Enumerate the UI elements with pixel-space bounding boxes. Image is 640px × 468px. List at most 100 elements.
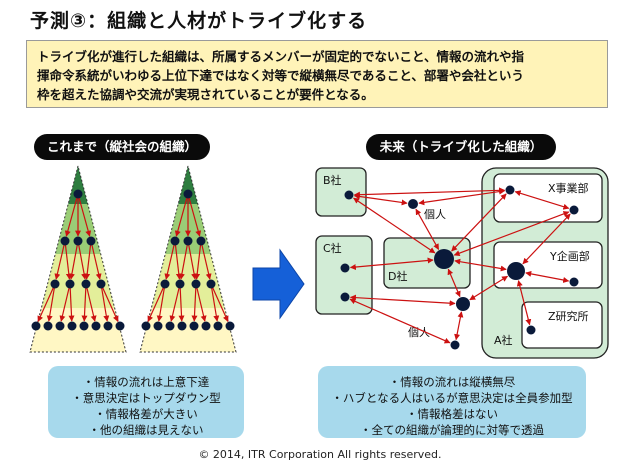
intro-line-2: 揮命令系統がいわゆる上位下達ではなく対等で縦横無尽であること、部署や会社という <box>37 68 524 83</box>
right-heading: 未来（トライブ化した組織） <box>366 134 556 160</box>
person-node <box>191 279 201 289</box>
person-node <box>569 277 579 287</box>
flow-arrow <box>212 287 229 322</box>
person-node <box>183 189 193 199</box>
flow-arrow <box>54 244 65 280</box>
flow-arrow <box>86 287 97 322</box>
person-node <box>43 321 53 331</box>
person-node <box>507 262 525 280</box>
person-node <box>153 321 163 331</box>
person-node <box>177 321 187 331</box>
pyramid-band <box>30 166 126 204</box>
person-node <box>456 297 470 311</box>
flow-arrow <box>174 197 188 237</box>
pyramid-arrows <box>147 197 229 322</box>
flow-arrow <box>174 244 182 280</box>
flow-arrow <box>349 298 451 344</box>
flow-arrow <box>78 244 88 280</box>
flow-arrow <box>188 197 202 237</box>
flow-arrow <box>64 197 78 237</box>
flow-arrow <box>196 287 207 322</box>
person-node <box>170 236 180 246</box>
flow-arrow <box>516 280 532 326</box>
flow-arrow <box>188 244 198 280</box>
flow-arrow <box>454 258 507 272</box>
pyramid-band <box>140 254 236 308</box>
intro-line-3: 枠を超えた協調や交流が実現されていることが要件となる。 <box>37 87 374 102</box>
network-diagram: B社 C社 D社 X事業部 Y企画部 Z研究所 A社 個人 個人 <box>315 167 609 359</box>
right-point-3: ・情報格差はない <box>406 407 498 421</box>
flow-arrow <box>68 244 78 280</box>
person-node <box>344 190 354 200</box>
left-point-2: ・意思決定はトップダウン型 <box>71 391 221 405</box>
intro-line-1: トライブ化が進行した組織は、所属するメンバーが固定的でないこと、情報の流れや指 <box>37 49 525 64</box>
flow-arrow <box>454 311 464 341</box>
person-node <box>340 263 350 273</box>
pyramid-right <box>139 165 237 353</box>
person-node <box>450 340 460 350</box>
pyramid-nodes <box>141 189 235 331</box>
left-point-1: ・情報の流れは上意下達 <box>82 375 210 389</box>
flow-arrow <box>81 287 88 322</box>
pyramid-outline <box>29 165 127 353</box>
flow-arrow <box>349 257 434 271</box>
flow-arrow <box>102 287 119 322</box>
z-lab-label: Z研究所 <box>548 309 589 323</box>
pyramid-band <box>140 166 236 204</box>
flow-arrow <box>156 287 165 322</box>
x-division-label: X事業部 <box>548 181 589 195</box>
person-node <box>141 321 151 331</box>
person-node <box>103 321 113 331</box>
right-summary-box: ・情報の流れは縦横無尽 ・ハブとなる人はいるが意思決定は全員参加型 ・情報格差は… <box>318 366 586 438</box>
person-node <box>196 236 206 246</box>
flow-arrow <box>147 287 164 322</box>
d-company-label: D社 <box>388 269 407 283</box>
flow-arrow <box>514 190 570 210</box>
flow-arrow <box>469 275 509 301</box>
pyramid-left <box>29 165 127 353</box>
y-division-label: Y企画部 <box>549 249 590 263</box>
pyramid-nodes <box>31 189 125 331</box>
transition-arrow-icon <box>252 248 305 320</box>
flow-arrow <box>84 244 92 280</box>
c-company-box <box>315 235 373 315</box>
flow-arrow <box>415 208 440 250</box>
person-node <box>73 189 83 199</box>
pyramid-outline <box>139 165 237 353</box>
person-node <box>60 236 70 246</box>
person-node <box>91 321 101 331</box>
person-node <box>31 321 41 331</box>
person-node <box>96 279 106 289</box>
flow-arrow <box>194 244 202 280</box>
pyramid-band <box>30 254 126 308</box>
pyramid-arrows <box>37 197 119 322</box>
person-node <box>201 321 211 331</box>
person-node <box>340 292 350 302</box>
page-title: 予測③：組織と人材がトライブ化する <box>30 10 368 32</box>
person-node <box>81 279 91 289</box>
flow-arrow <box>178 287 185 322</box>
person-node <box>50 279 60 289</box>
flow-arrow <box>191 287 198 322</box>
left-summary-box: ・情報の流れは上意下達 ・意思決定はトップダウン型 ・情報格差が大きい ・他の組… <box>48 366 244 438</box>
network-nodes <box>340 185 579 350</box>
person-node <box>206 279 216 289</box>
flow-arrow <box>101 287 110 322</box>
left-heading: これまで（縦社会の組織） <box>34 134 210 160</box>
right-point-2: ・ハブとなる人はいるが意思決定は全員参加型 <box>331 391 573 405</box>
person-node <box>213 321 223 331</box>
flow-arrow <box>453 211 570 257</box>
flow-arrow <box>201 244 212 280</box>
person-node <box>65 279 75 289</box>
person-node <box>175 279 185 289</box>
person-node <box>408 199 418 209</box>
flow-arrow <box>68 287 75 322</box>
person-node <box>67 321 77 331</box>
flow-arrow <box>178 244 188 280</box>
person-node <box>79 321 89 331</box>
person-node <box>569 205 579 215</box>
flow-arrow <box>46 287 55 322</box>
person-node <box>225 321 235 331</box>
flow-arrow <box>78 197 92 237</box>
network-arrows <box>349 187 571 344</box>
